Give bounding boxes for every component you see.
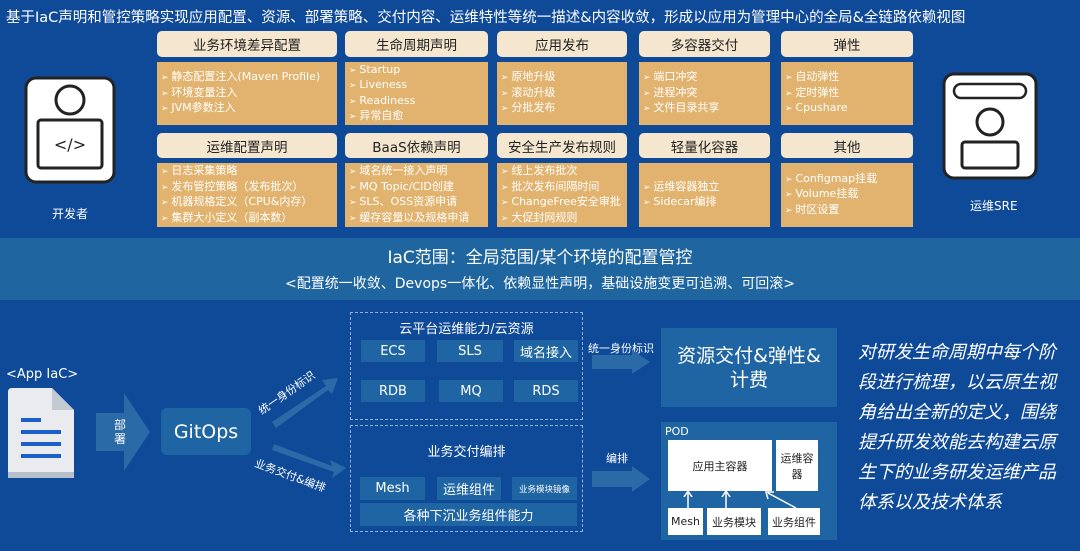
cloud-cell: RDS <box>514 380 578 402</box>
card-item: ChangeFree安全审批 <box>501 195 623 211</box>
card-header: 弹性 <box>781 31 913 57</box>
card-item: 环境变量注入 <box>161 86 333 102</box>
card-item: MQ Topic/CID创建 <box>349 180 484 196</box>
banner-subtitle: <配置统一收敛、Devops一体化、依赖显性声明，基础设施变更可追溯、可回滚> <box>285 276 795 292</box>
card-item: Volume挂载 <box>785 187 909 203</box>
card-item: 原地升级 <box>501 70 623 86</box>
pod-cell: 业务模块 <box>707 508 761 535</box>
biz-bottom-cell: 各种下沉业务组件能力 <box>360 503 577 526</box>
cloud-cell: MQ <box>439 380 503 402</box>
card-item: 滚动升级 <box>501 86 623 102</box>
card-header: BaaS依赖声明 <box>345 133 488 158</box>
iac-scope-banner: IaC范围：全局范围/某个环境的配置管控 <配置统一收敛、Devops一体化、依… <box>0 238 1080 300</box>
card-item: 异常自愈 <box>349 109 484 125</box>
card-body: 端口冲突进程冲突文件目录共享 <box>639 62 770 125</box>
card-header: 多容器交付 <box>639 31 770 57</box>
card-item: 端口冲突 <box>643 70 766 86</box>
cloud-cell: ECS <box>361 340 425 362</box>
card-body: Configmap挂载Volume挂载时区设置 <box>781 163 913 227</box>
card-item: 域名统一接入声明 <box>349 164 484 180</box>
card-header: 安全生产发布规则 <box>497 133 627 158</box>
app-iac-label: <App IaC> <box>6 367 79 382</box>
svg-text:</>: </> <box>54 135 86 154</box>
card-item: 分批发布 <box>501 101 623 117</box>
card-body: 自动弹性定时弹性Cpushare <box>781 62 913 125</box>
card-body: 线上发布批次批次发布间隔时间ChangeFree安全审批大促封网规则 <box>497 163 627 227</box>
card-item: Liveness <box>349 78 484 94</box>
card-item: 定时弹性 <box>785 86 909 102</box>
card-item: Readiness <box>349 94 484 110</box>
cloud-cell: SLS <box>437 340 503 362</box>
card-item: 运维容器独立 <box>643 180 766 196</box>
card-item: 批次发布间隔时间 <box>501 180 623 196</box>
card-body: StartupLivenessReadiness异常自愈 <box>345 62 488 125</box>
card-item: 静态配置注入(Maven Profile) <box>161 70 333 86</box>
card-item: Cpushare <box>785 101 909 117</box>
card-item: 发布管控策略（发布批次） <box>161 180 333 196</box>
card-item: 自动弹性 <box>785 70 909 86</box>
pod-cell: 业务组件 <box>768 508 820 535</box>
biz-cell: 业务模块镜像 <box>512 477 577 500</box>
card-header: 轻量化容器 <box>639 133 770 158</box>
resource-delivery-box: 资源交付&弹性&计费 <box>661 328 837 407</box>
diagonal-arrows <box>272 378 346 478</box>
biz-title: 业务交付编排 <box>427 445 506 460</box>
card-body: 原地升级滚动升级分批发布 <box>497 62 627 125</box>
gitops-box: GitOps <box>161 408 251 455</box>
pod-cell: Mesh <box>668 508 703 535</box>
card-item: JVM参数注入 <box>161 101 333 117</box>
card-item: 日志采集策略 <box>161 164 333 180</box>
card-header: 其他 <box>781 133 913 158</box>
right-arrow-2 <box>592 466 650 492</box>
summary-text: 对研发生命周期中每个阶段进行梳理，以云原生视角给出全新的定义，围绕提升研发效能去… <box>858 342 1056 513</box>
page-title: 基于IaC声明和管控策略实现应用配置、资源、部署策略、交付内容、运维特性等统一描… <box>6 10 966 26</box>
right-arrow-label-1: 统一身份标识 <box>588 342 654 355</box>
developer-icon: </> <box>24 76 116 184</box>
sre-icon <box>942 72 1038 180</box>
card-item: 时区设置 <box>785 203 909 219</box>
biz-cell: 运维组件 <box>437 477 501 500</box>
card-item: 机器规格定义（CPU&内存） <box>161 195 333 211</box>
card-header: 生命周期声明 <box>345 31 488 57</box>
biz-orchestration-group: 业务交付编排 <box>350 425 583 532</box>
card-header: 业务环境差异配置 <box>157 31 337 57</box>
developer-label: 开发者 <box>52 207 89 221</box>
card-body: 静态配置注入(Maven Profile)环境变量注入JVM参数注入 <box>157 62 337 125</box>
card-item: Configmap挂载 <box>785 172 909 188</box>
cloud-title: 云平台运维能力/云资源 <box>399 322 534 337</box>
main-container: 应用主容器 <box>668 440 772 491</box>
right-arrow-1 <box>592 350 650 374</box>
ops-container: 运维容器 <box>776 440 818 491</box>
cloud-resources-group: 云平台运维能力/云资源 <box>350 312 583 420</box>
pod-arrows <box>683 490 797 509</box>
card-body: 日志采集策略发布管控策略（发布批次）机器规格定义（CPU&内存）集群大小定义（副… <box>157 163 337 227</box>
card-item: 文件目录共享 <box>643 101 766 117</box>
pod-label: POD <box>665 425 689 438</box>
card-item: Sidecar编排 <box>643 195 766 211</box>
card-item: 进程冲突 <box>643 86 766 102</box>
card-item: Startup <box>349 63 484 79</box>
card-item: 缓存容量以及规格申请 <box>349 211 484 227</box>
deploy-label: 部署 <box>114 418 127 446</box>
card-body: 运维容器独立Sidecar编排 <box>639 163 770 227</box>
card-item: 线上发布批次 <box>501 164 623 180</box>
cloud-cell: 域名接入 <box>514 340 578 362</box>
sre-label: 运维SRE <box>970 199 1018 213</box>
document-icon <box>8 388 74 478</box>
card-body: 域名统一接入声明MQ Topic/CID创建SLS、OSS资源申请缓存容量以及规… <box>345 163 488 227</box>
card-header: 运维配置声明 <box>157 133 337 158</box>
card-item: 集群大小定义（副本数） <box>161 211 333 227</box>
biz-cell: Mesh <box>360 477 425 500</box>
card-item: 大促封网规则 <box>501 211 623 227</box>
card-header: 应用发布 <box>497 31 627 57</box>
right-arrow-label-2: 编排 <box>606 452 628 465</box>
card-item: SLS、OSS资源申请 <box>349 195 484 211</box>
cloud-cell: RDB <box>361 380 425 402</box>
banner-title: IaC范围：全局范围/某个环境的配置管控 <box>387 248 693 268</box>
deploy-arrow <box>96 393 150 471</box>
